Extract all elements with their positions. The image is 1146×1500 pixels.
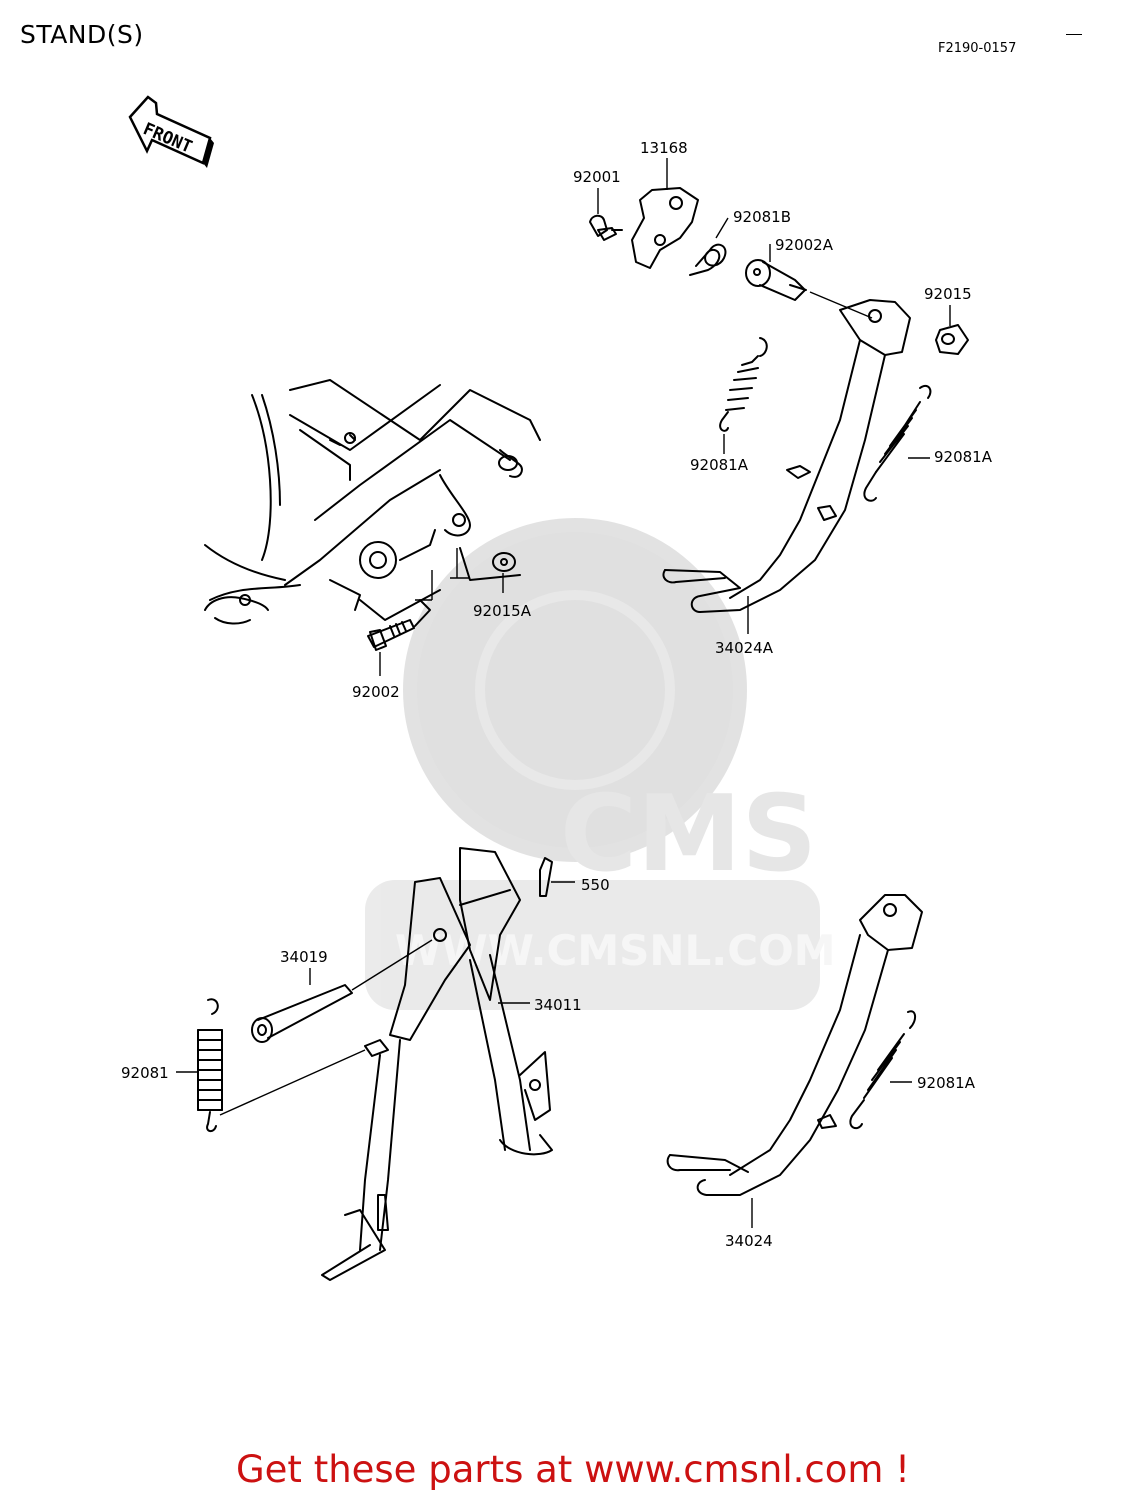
nut-92015A-icon — [492, 552, 516, 572]
bolt-92002-icon — [367, 599, 431, 651]
stand-pin-upper-icon — [786, 465, 811, 479]
label-13168: 13168 — [640, 139, 688, 157]
spring-92081A-lower-icon — [849, 1010, 916, 1130]
label-92081A-left: 92081A — [690, 456, 749, 474]
stand-pin-lower-icon-2 — [817, 1114, 837, 1129]
pin-92001-icon — [589, 214, 623, 241]
figure-code: F2190-0157 — [938, 41, 1017, 56]
spring-92081-icon — [197, 998, 223, 1132]
watermark-text: WWW.CMSNL.COM — [395, 926, 836, 975]
label-92002A: 92002A — [775, 236, 834, 254]
spring-92081A-right-icon — [863, 384, 932, 502]
shaft-34019-icon — [251, 984, 389, 1057]
label-34019: 34019 — [280, 948, 328, 966]
nut-92015-icon — [935, 324, 969, 355]
front-arrow-icon: FRONT — [128, 95, 214, 168]
label-92081A-right: 92081A — [934, 448, 993, 466]
page-title: STAND(S) — [20, 20, 144, 49]
frame-section — [204, 379, 541, 625]
pin-92002A-icon — [745, 259, 807, 301]
spring-92081A-left-icon — [719, 337, 768, 432]
stand-pin-lower-icon — [817, 505, 837, 521]
side-stand-34024A-icon — [662, 299, 911, 613]
label-34011: 34011 — [534, 996, 582, 1014]
label-92001: 92001 — [573, 168, 621, 186]
label-92081B: 92081B — [733, 208, 791, 226]
divider — [1066, 34, 1082, 35]
label-34024: 34024 — [725, 1232, 773, 1250]
label-92081A-lower: 92081A — [917, 1074, 976, 1092]
center-stand-34011-icon — [321, 847, 553, 1281]
label-92002: 92002 — [352, 683, 400, 701]
cms-watermark: CMS WWW.CMSNL.COM — [365, 518, 836, 1010]
footer-link-text[interactable]: Get these parts at www.cmsnl.com ! — [235, 1448, 910, 1491]
label-92015A: 92015A — [473, 602, 532, 620]
side-stand-34024-icon — [666, 894, 923, 1197]
leader-lines — [176, 158, 951, 1228]
label-92081: 92081 — [121, 1064, 169, 1082]
bracket-13168-icon — [631, 187, 699, 269]
label-92015: 92015 — [924, 285, 972, 303]
label-34024A: 34024A — [715, 639, 774, 657]
label-550: 550 — [581, 876, 610, 894]
spring-92081B-icon — [689, 243, 727, 276]
cotter-pin-550-icon — [539, 857, 553, 897]
watermark-brand: CMS — [560, 773, 817, 895]
